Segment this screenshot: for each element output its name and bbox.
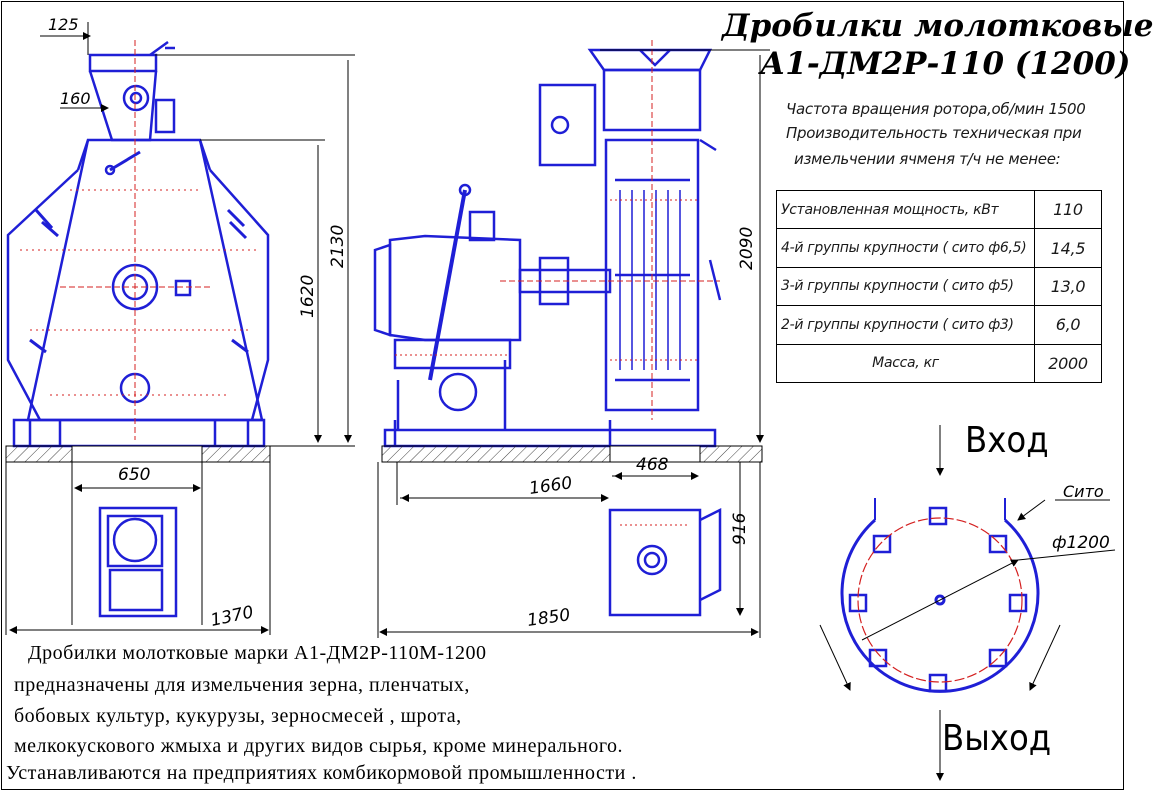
param-value: 13,0	[1034, 266, 1102, 307]
description-line-3: бобовых культур, кукурузы, зерносмесей ,…	[14, 705, 462, 727]
dim-468: 468	[636, 455, 669, 475]
front-view-centerlines	[20, 40, 260, 440]
outlet-label: Выход	[942, 718, 1052, 759]
flow-schematic	[840, 498, 1040, 693]
param-value: 110	[1034, 189, 1102, 230]
front-dimensions	[5, 22, 355, 635]
schematic-arrows	[819, 425, 1116, 781]
description-line-5: Устанавливаются на предприятиях комбикор…	[6, 762, 637, 784]
param-label: 3-й группы крупности ( сито ф5)	[776, 266, 1035, 307]
side-view	[373, 48, 722, 617]
side-view-centerlines	[395, 40, 720, 526]
sheet-frame	[1, 1, 1124, 790]
table-row: 3-й группы крупности ( сито ф5) 13,0	[776, 266, 1102, 307]
table-row: 2-й группы крупности ( сито ф3) 6,0	[776, 305, 1102, 345]
param-value: 6,0	[1034, 305, 1102, 345]
diameter-label: ф1200	[1052, 533, 1110, 553]
side-dimensions	[377, 49, 770, 638]
dim-1620: 1620	[298, 275, 318, 318]
param-value: 14,5	[1034, 228, 1102, 268]
description-line-4: мелкокускового жмыха и других видов сырь…	[14, 735, 624, 757]
param-label: 4-й группы крупности ( сито ф6,5)	[776, 228, 1035, 268]
param-label: Масса, кг	[776, 343, 1035, 384]
params-table: Установленная мощность, кВт 110 4-й груп…	[776, 189, 1102, 384]
param-value: 2000	[1034, 343, 1102, 384]
inlet-label: Вход	[965, 420, 1049, 461]
spec-rotor-speed: Частота вращения ротора,об/мин 1500	[786, 100, 1086, 118]
table-row: 4-й группы крупности ( сито ф6,5) 14,5	[776, 228, 1102, 268]
technical-drawing: 125 160 2130 1620 650 1370	[5, 15, 1116, 781]
dim-1850: 1850	[526, 605, 572, 631]
dim-1660: 1660	[528, 473, 574, 499]
param-label: 2-й группы крупности ( сито ф3)	[776, 305, 1035, 345]
sieve-label: Сито	[1063, 482, 1104, 501]
dim-1370: 1370	[209, 602, 255, 631]
spec-capacity: Производительность техническая при	[786, 124, 1082, 142]
description-line-1: Дробилки молотковые марки А1-ДМ2Р-110М-1…	[28, 642, 487, 664]
description-line-2: предназначены для измельчения зерна, пле…	[14, 674, 470, 696]
dim-916: 916	[730, 512, 750, 545]
spec-barley: измельчении ячменя т/ч не менее:	[794, 150, 1061, 168]
front-view	[6, 40, 270, 448]
dim-2130: 2130	[328, 225, 348, 268]
title-line-2: А1-ДМ2Р-110 (1200)	[760, 46, 1131, 82]
dim-125: 125	[48, 15, 79, 34]
table-row: Установленная мощность, кВт 110	[776, 189, 1102, 230]
dim-650: 650	[118, 465, 150, 485]
param-label: Установленная мощность, кВт	[776, 189, 1035, 230]
dim-2090: 2090	[737, 227, 757, 270]
table-row: Масса, кг 2000	[776, 343, 1102, 384]
title-line-1: Дробилки молотковые	[722, 8, 1153, 44]
sieve-circle	[857, 517, 1023, 683]
dim-160: 160	[60, 89, 91, 108]
